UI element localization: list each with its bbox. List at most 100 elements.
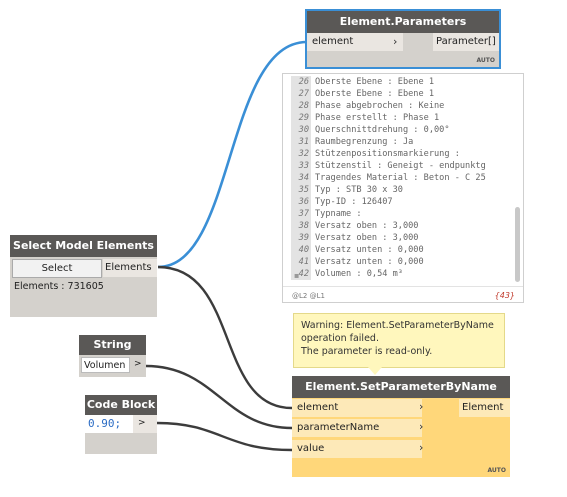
preview-line: 33 Stützenstil : Geneigt - endpunktg — [291, 160, 486, 172]
output-port-elements[interactable]: Elements — [103, 259, 157, 277]
preview-line-text: Phase erstellt : Phase 1 — [315, 113, 440, 123]
preview-line: 39 Versatz oben : 3,000 — [291, 232, 418, 244]
node-title: Code Block — [85, 395, 157, 415]
preview-line-text: Volumen : 0,54 m³ — [315, 269, 403, 279]
warning-line: The parameter is read-only. — [301, 346, 433, 357]
preview-line: 29 Phase erstellt : Phase 1 — [291, 112, 439, 124]
preview-line: 30 Querschnittdrehung : 0,00° — [291, 124, 450, 136]
preview-line: 32 Stützenpositionsmarkierung : — [291, 148, 460, 160]
port-label: element — [297, 402, 339, 413]
preview-line-index: 36 — [291, 196, 311, 208]
port-arrow-icon: › — [419, 400, 424, 413]
list-levels: @L2 @L1 — [292, 292, 325, 300]
preview-line-index: 26 — [291, 76, 311, 88]
output-port[interactable] — [133, 415, 157, 433]
code-block-node[interactable]: Code Block 0.90; > — [85, 395, 157, 454]
set-parameter-node[interactable]: Element.SetParameterByName element › par… — [292, 376, 510, 477]
preview-line-index: 33 — [291, 160, 311, 172]
preview-line-index: 39 — [291, 232, 311, 244]
warning-bubble: Warning: Element.SetParameterByName oper… — [293, 313, 505, 368]
warning-line: Warning: Element.SetParameterByName — [301, 320, 494, 331]
preview-line-text: Stützenpositionsmarkierung : — [315, 149, 460, 159]
port-label: value — [297, 443, 325, 454]
preview-line: 38 Versatz oben : 3,000 — [291, 220, 418, 232]
preview-scrollbar[interactable] — [515, 207, 520, 282]
wire-string-to-parametername[interactable] — [145, 364, 293, 430]
preview-line-text: Stützenstil : Geneigt - endpunktg — [315, 161, 486, 171]
preview-line: 31 Raumbegrenzung : Ja — [291, 136, 413, 148]
preview-line: 41 Versatz unten : 0,000 — [291, 256, 424, 268]
input-port-element[interactable]: element — [307, 33, 403, 51]
preview-line-index: 28 — [291, 100, 311, 112]
select-button[interactable]: Select — [12, 259, 102, 278]
node-title: Select Model Elements — [10, 235, 157, 257]
input-port-parametername[interactable]: parameterName — [292, 419, 422, 437]
preview-line: 37 Typname : — [291, 208, 362, 220]
wire-codeblock-to-value[interactable] — [156, 421, 293, 452]
preview-line-index: 37 — [291, 208, 311, 220]
node-title: String — [79, 335, 146, 355]
port-label: Elements — [105, 262, 152, 273]
preview-line-text: Typ-ID : 126407 — [315, 197, 393, 207]
preview-line-index: 40 — [291, 244, 311, 256]
preview-line: 36 Typ-ID : 126407 — [291, 196, 393, 208]
output-port-icon[interactable]: > — [134, 359, 142, 369]
node-title: Element.SetParameterByName — [292, 376, 510, 398]
output-port-element[interactable]: Element — [459, 399, 510, 417]
preview-line-text: Typ : STB 30 x 30 — [315, 185, 403, 195]
input-port-element[interactable]: element — [292, 399, 422, 417]
preview-line: 27 Oberste Ebene : Ebene 1 — [291, 88, 434, 100]
port-label: Element — [462, 402, 504, 413]
node-title: Element.Parameters — [307, 11, 499, 33]
preview-line-text: Versatz oben : 3,000 — [315, 221, 419, 231]
preview-line-index: 42 — [291, 268, 311, 280]
preview-line-text: Oberste Ebene : Ebene 1 — [315, 89, 434, 99]
code-editor[interactable]: 0.90; — [85, 415, 133, 433]
output-port-icon: > — [138, 418, 146, 428]
preview-line-text: Raumbegrenzung : Ja — [315, 137, 414, 147]
preview-line-text: Querschnittdrehung : 0,00° — [315, 125, 450, 135]
port-arrow-icon: › — [419, 441, 424, 454]
port-arrow-icon: › — [419, 420, 424, 433]
string-value-input[interactable]: Volumen — [81, 357, 130, 373]
output-port-parameters[interactable]: Parameter[] — [433, 33, 499, 51]
preview-line-index: 29 — [291, 112, 311, 124]
preview-line-index: 35 — [291, 184, 311, 196]
preview-line-index: 32 — [291, 148, 311, 160]
preview-line-text: Tragendes Material : Beton - C 25 — [315, 173, 486, 183]
preview-line-index: 27 — [291, 88, 311, 100]
preview-line: 42 Volumen : 0,54 m³ — [291, 268, 403, 280]
preview-line-text: Versatz oben : 3,000 — [315, 233, 419, 243]
preview-line-index: 30 — [291, 124, 311, 136]
preview-line-text: Oberste Ebene : Ebene 1 — [315, 77, 434, 87]
preview-line-index: 38 — [291, 220, 311, 232]
port-label: element — [312, 36, 354, 47]
wire-elements-to-set-element[interactable] — [157, 265, 293, 410]
preview-line-text: Versatz unten : 0,000 — [315, 245, 424, 255]
preview-line-index: 31 — [291, 136, 311, 148]
preview-bullet-icon: ▪ — [294, 271, 300, 280]
item-count: {43} — [494, 291, 515, 300]
preview-line-index: 41 — [291, 256, 311, 268]
port-label: parameterName — [297, 422, 380, 433]
wire-elements-to-parameters[interactable] — [157, 40, 308, 269]
preview-line: 28 Phase abgebrochen : Keine — [291, 100, 444, 112]
preview-line-text: Versatz unten : 0,000 — [315, 257, 424, 267]
port-label: Parameter[] — [436, 36, 496, 47]
port-arrow-icon: › — [393, 35, 398, 48]
input-port-value[interactable]: value — [292, 440, 422, 458]
selection-status: Elements : 731605 — [14, 281, 104, 292]
preview-line: 26 Oberste Ebene : Ebene 1 — [291, 76, 434, 88]
string-node[interactable]: String Volumen > — [79, 335, 146, 377]
preview-line: 40 Versatz unten : 0,000 — [291, 244, 424, 256]
lacing-label: AUTO — [476, 57, 495, 64]
preview-line-text: Typname : — [315, 209, 362, 219]
preview-line: 35 Typ : STB 30 x 30 — [291, 184, 403, 196]
preview-line-index: 34 — [291, 172, 311, 184]
select-model-elements-node[interactable]: Select Model Elements Select Elements El… — [10, 235, 157, 317]
element-parameters-node[interactable]: Element.Parameters element › Parameter[]… — [305, 9, 501, 69]
preview-line-text: Phase abgebrochen : Keine — [315, 101, 445, 111]
lacing-label: AUTO — [487, 467, 506, 474]
